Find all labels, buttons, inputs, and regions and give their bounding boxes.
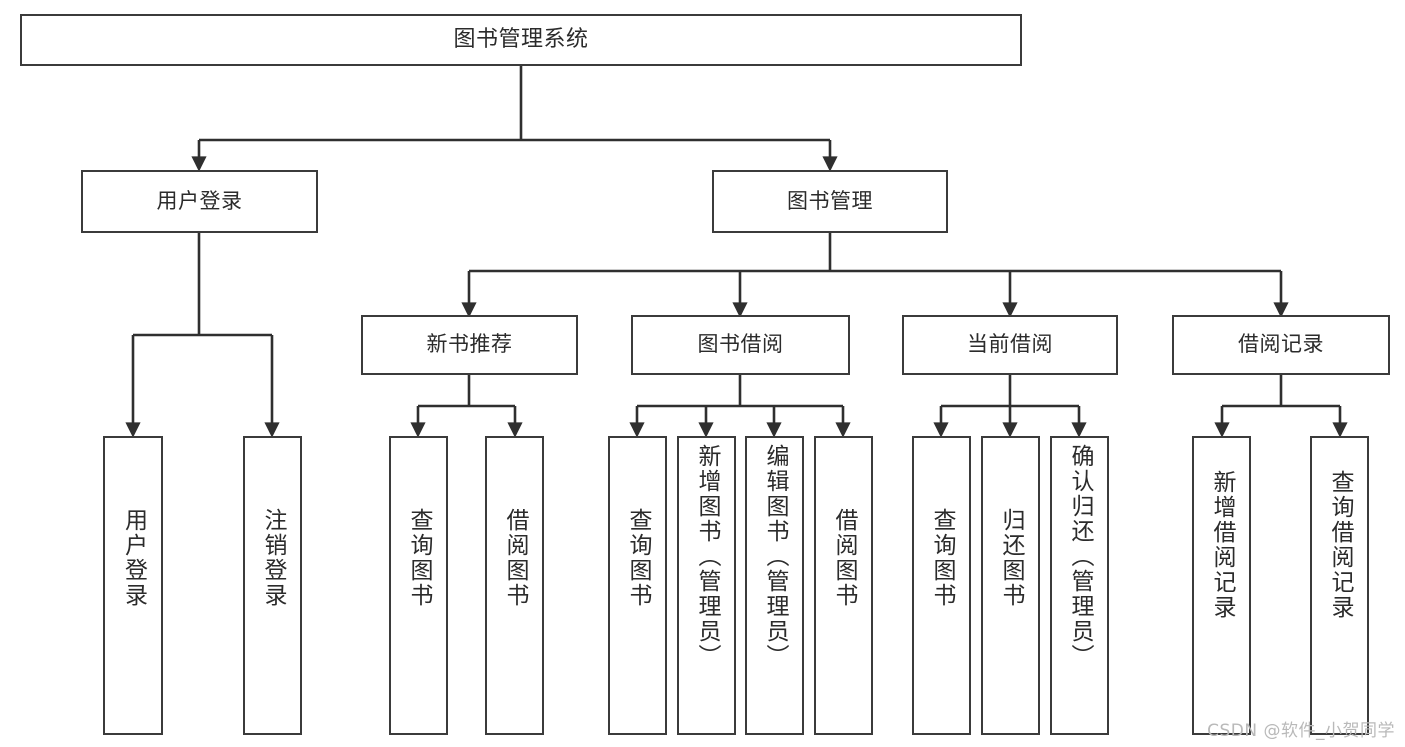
node-leaf-user-login-label: 用户登录 [120,508,147,608]
node-leaf-borrow-book-1-label: 借阅图书 [502,508,528,608]
node-new-book-recommend[interactable]: 新书推荐 [361,315,578,375]
node-user-login[interactable]: 用户登录 [81,170,318,233]
node-leaf-query-book-3-label: 查询图书 [929,508,955,608]
node-user-login-label: 用户登录 [156,188,243,213]
node-borrow-record[interactable]: 借阅记录 [1172,315,1390,375]
node-leaf-add-record[interactable]: 新增借阅记录 [1192,436,1251,735]
node-new-book-recommend-label: 新书推荐 [426,332,513,357]
node-leaf-query-record-label: 查询借阅记录 [1327,470,1353,620]
node-leaf-add-book[interactable]: 新增图书（管理员） [677,436,736,735]
node-leaf-query-book-3[interactable]: 查询图书 [912,436,971,735]
node-root-label: 图书管理系统 [453,26,589,52]
node-book-management-label: 图书管理 [787,188,873,213]
node-leaf-logout-login-label: 注销登录 [260,508,286,608]
csdn-watermark: CSDN @软件_小贺同学 [1207,721,1395,741]
node-leaf-query-record[interactable]: 查询借阅记录 [1310,436,1369,735]
node-leaf-return-book-label: 归还图书 [998,508,1024,608]
node-leaf-confirm-return-label: 确认归还（管理员） [1067,444,1093,669]
node-leaf-borrow-book-2-label: 借阅图书 [831,508,857,608]
node-leaf-borrow-book-2[interactable]: 借阅图书 [814,436,873,735]
node-borrow-record-label: 借阅记录 [1238,332,1324,357]
node-leaf-query-book-1-label: 查询图书 [406,508,432,608]
node-book-borrow[interactable]: 图书借阅 [631,315,850,375]
node-leaf-return-book[interactable]: 归还图书 [981,436,1040,735]
node-leaf-logout-login[interactable]: 注销登录 [243,436,302,735]
node-leaf-edit-book-label: 编辑图书（管理员） [762,444,788,669]
node-leaf-confirm-return[interactable]: 确认归还（管理员） [1050,436,1109,735]
node-leaf-edit-book[interactable]: 编辑图书（管理员） [745,436,804,735]
node-book-management[interactable]: 图书管理 [712,170,948,233]
node-leaf-query-book-1[interactable]: 查询图书 [389,436,448,735]
node-leaf-user-login[interactable]: 用户登录 [103,436,163,735]
node-leaf-query-book-2[interactable]: 查询图书 [608,436,667,735]
node-leaf-query-book-2-label: 查询图书 [625,508,651,608]
node-current-borrow[interactable]: 当前借阅 [902,315,1118,375]
node-root[interactable]: 图书管理系统 [20,14,1022,66]
node-book-borrow-label: 图书借阅 [697,332,784,357]
node-current-borrow-label: 当前借阅 [967,332,1053,357]
node-leaf-add-record-label: 新增借阅记录 [1209,470,1235,620]
node-leaf-borrow-book-1[interactable]: 借阅图书 [485,436,544,735]
node-leaf-add-book-label: 新增图书（管理员） [694,444,720,669]
